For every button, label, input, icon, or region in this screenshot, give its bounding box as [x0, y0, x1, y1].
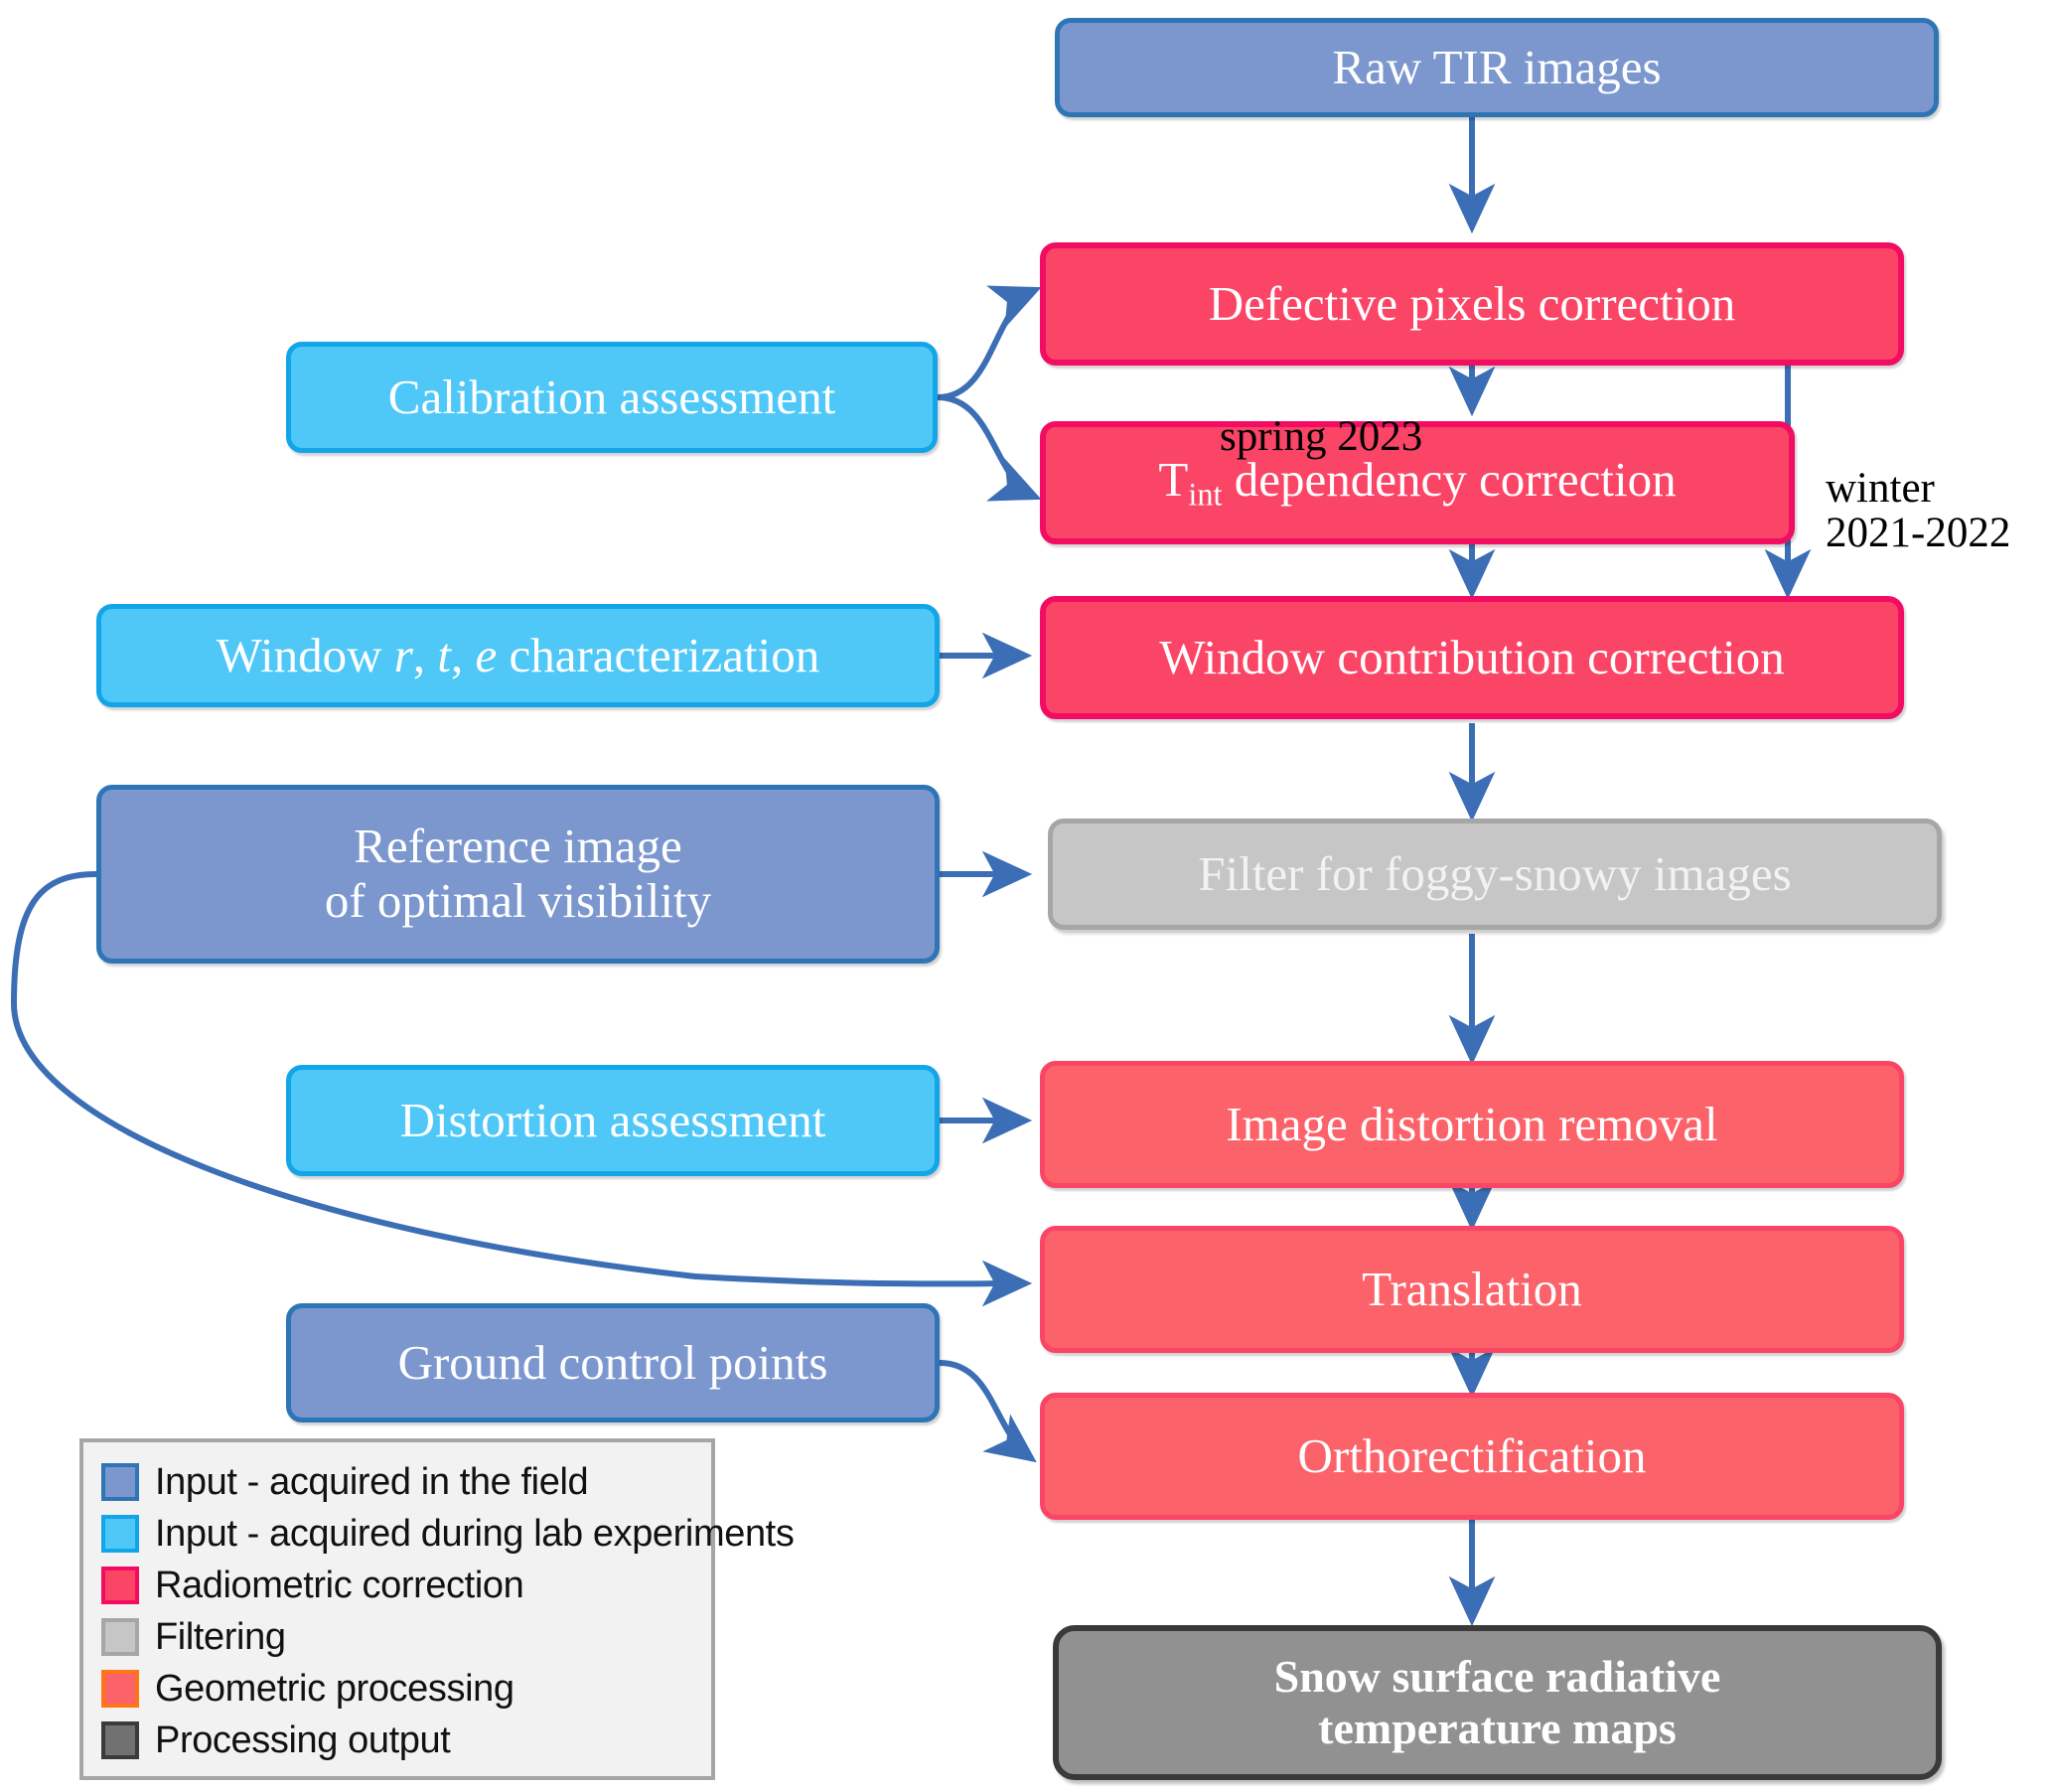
- tint-rest: dependency correction: [1222, 452, 1677, 508]
- node-label: Ground control points: [397, 1334, 828, 1390]
- legend-swatch-radiometric: [101, 1567, 139, 1604]
- legend-item: Input - acquired in the field: [101, 1456, 711, 1508]
- node-label: Window r, t, e characterization: [216, 627, 820, 683]
- tint-subscript: int: [1188, 476, 1223, 513]
- legend-label: Input - acquired in the field: [155, 1460, 589, 1503]
- legend-swatch-input-lab: [101, 1515, 139, 1553]
- edge-calibration-to-defective: [937, 285, 1042, 400]
- edge-gcp-to-ortho: [939, 1360, 1037, 1463]
- node-filter-foggy-snowy[interactable]: Filter for foggy-snowy images: [1048, 819, 1942, 930]
- node-label: Orthorectification: [1297, 1427, 1647, 1483]
- node-defective-pixels-correction[interactable]: Defective pixels correction: [1040, 242, 1904, 366]
- node-raw-tir-images[interactable]: Raw TIR images: [1055, 18, 1939, 117]
- edge-label-text: winter 2021-2022: [1826, 465, 2011, 557]
- legend: Input - acquired in the field Input - ac…: [79, 1438, 795, 1780]
- edge-label-winter-2021-2022: winter 2021-2022: [1826, 421, 2010, 555]
- window-prefix: Window: [216, 627, 394, 682]
- node-orthorectification[interactable]: Orthorectification: [1040, 1393, 1904, 1520]
- node-label: Defective pixels correction: [1208, 275, 1736, 331]
- window-sep1: ,: [412, 627, 438, 682]
- legend-label: Processing output: [155, 1718, 451, 1761]
- node-label-line1: Reference image: [354, 819, 682, 874]
- node-label: Tint dependency correction: [1158, 452, 1677, 513]
- edge-label-spring-2023: spring 2023: [1220, 370, 1422, 459]
- node-reference-image[interactable]: Reference image of optimal visibility: [96, 785, 940, 964]
- node-window-characterization[interactable]: Window r, t, e characterization: [96, 604, 940, 707]
- node-label: Translation: [1362, 1261, 1582, 1316]
- legend-swatch-output: [101, 1721, 139, 1759]
- edge-calibration-to-tint: [937, 394, 1042, 502]
- node-label: Filter for foggy-snowy images: [1198, 845, 1792, 901]
- node-label-line2: temperature maps: [1318, 1703, 1677, 1753]
- node-label-line2: of optimal visibility: [324, 873, 712, 928]
- window-e: e: [475, 627, 498, 682]
- node-tint-dependency-correction[interactable]: Tint dependency correction: [1040, 421, 1795, 544]
- window-rest: characterization: [497, 627, 820, 682]
- node-label: Calibration assessment: [387, 369, 836, 424]
- node-label: Image distortion removal: [1226, 1096, 1718, 1151]
- node-image-distortion-removal[interactable]: Image distortion removal: [1040, 1061, 1904, 1188]
- legend-label: Radiometric correction: [155, 1564, 524, 1606]
- legend-label: Filtering: [155, 1615, 286, 1658]
- node-calibration-assessment[interactable]: Calibration assessment: [286, 342, 938, 453]
- legend-item: Geometric processing: [101, 1663, 711, 1715]
- legend-swatch-input-field: [101, 1463, 139, 1501]
- node-label: Raw TIR images: [1332, 39, 1662, 94]
- node-translation[interactable]: Translation: [1040, 1226, 1904, 1353]
- legend-swatch-filtering: [101, 1618, 139, 1656]
- node-label: Window contribution correction: [1159, 629, 1785, 684]
- legend-item: Radiometric correction: [101, 1560, 711, 1611]
- legend-label: Geometric processing: [155, 1667, 514, 1710]
- window-sep2: ,: [450, 627, 476, 682]
- node-distortion-assessment[interactable]: Distortion assessment: [286, 1065, 940, 1176]
- node-window-contribution-correction[interactable]: Window contribution correction: [1040, 596, 1904, 719]
- node-label-line1: Snow surface radiative: [1273, 1651, 1721, 1703]
- legend-item: Input - acquired during lab experiments: [101, 1508, 795, 1560]
- tint-symbol: T: [1158, 452, 1189, 508]
- legend-swatch-geometric: [101, 1670, 139, 1708]
- window-t: t: [437, 627, 451, 682]
- legend-label: Input - acquired during lab experiments: [155, 1512, 795, 1555]
- window-r: r: [393, 627, 413, 682]
- node-ground-control-points[interactable]: Ground control points: [286, 1303, 940, 1422]
- node-output-temperature-maps[interactable]: Snow surface radiative temperature maps: [1053, 1625, 1942, 1780]
- node-label: Distortion assessment: [399, 1092, 826, 1147]
- legend-item: Filtering: [101, 1611, 711, 1663]
- legend-item: Processing output: [101, 1715, 711, 1766]
- edge-label-text: spring 2023: [1220, 413, 1423, 461]
